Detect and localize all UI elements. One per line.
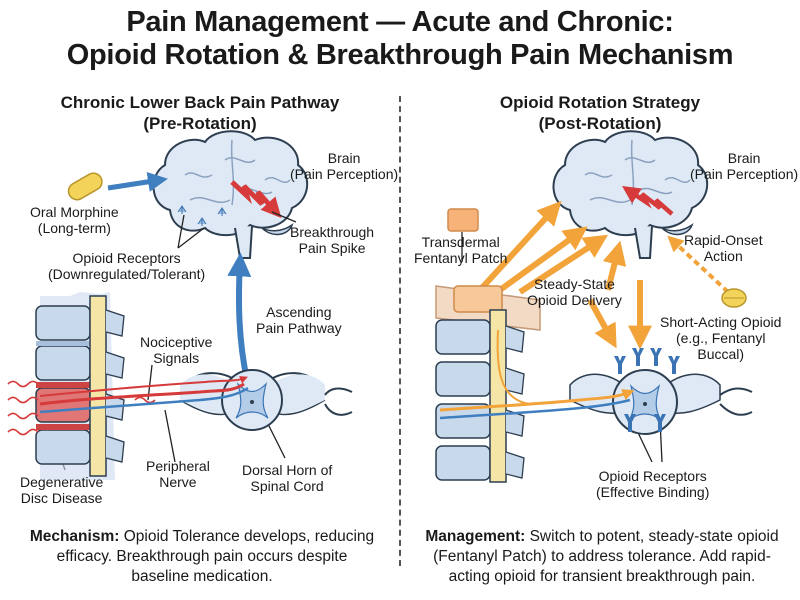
left-caption-line-3: baseline medication. <box>131 568 273 585</box>
transdermal-patch-label-line-1: Transdermal <box>421 234 500 250</box>
left-brain-label-line-2: (Pain Perception) <box>290 166 399 182</box>
right-caption-line-2: (Fentanyl Patch) to address tolerance. A… <box>433 548 771 565</box>
left-brain-label: Brain (Pain Perception) <box>290 150 398 182</box>
panel-divider <box>399 96 401 566</box>
nociceptive-signals-label: Nociceptive Signals <box>140 334 212 366</box>
ascending-pain-pathway-label-line-2: Pain Pathway <box>256 320 342 336</box>
fentanyl-patch-icon <box>447 208 479 232</box>
left-caption-line-1: Mechanism: Opioid Tolerance develops, re… <box>12 527 392 547</box>
short-acting-opioid-label-line-2: (e.g., Fentanyl <box>675 330 766 346</box>
left-opioid-receptors-label-line-2: (Downregulated/Tolerant) <box>48 266 206 282</box>
ascending-pain-pathway-label: Ascending Pain Pathway <box>256 304 342 336</box>
peripheral-nerve-paths <box>39 376 249 414</box>
left-caption-line-2: efficacy. Breakthrough pain occurs despi… <box>56 548 348 565</box>
rapid-onset-label-line-2: Action <box>703 248 743 264</box>
steady-state-delivery-label-line-2: Opioid Delivery <box>527 292 622 308</box>
right-opioid-receptors-label: Opioid Receptors (Effective Binding) <box>596 468 709 500</box>
left-caption-heading: Mechanism: <box>29 528 120 545</box>
right-brain-label: Brain (Pain Perception) <box>690 150 798 182</box>
oral-morphine-label: Oral Morphine (Long-term) <box>30 204 119 236</box>
steady-state-delivery-label: Steady-State Opioid Delivery <box>527 276 622 308</box>
left-opioid-receptors-label: Opioid Receptors (Downregulated/Tolerant… <box>48 250 205 282</box>
pain-wave-lines <box>7 380 156 436</box>
rapid-onset-label: Rapid-Onset Action <box>684 232 763 264</box>
oral-morphine-label-line-2: (Long-term) <box>37 220 111 236</box>
peripheral-nerve-label-line-1: Peripheral <box>146 458 210 474</box>
short-acting-pill-icon <box>721 288 747 308</box>
steady-state-delivery-label-line-1: Steady-State <box>534 276 615 292</box>
ascending-pathway-arrow <box>227 252 252 386</box>
left-brain-icon <box>152 130 308 259</box>
short-acting-opioid-label-line-3: Buccal) <box>697 346 745 362</box>
peripheral-nerve-label-line-2: Nerve <box>159 474 197 490</box>
right-panel-title-line-2: (Post-Rotation) <box>538 114 662 133</box>
breakthrough-pain-spike-label-line-2: Pain Spike <box>298 240 366 256</box>
page-title-line-2: Opioid Rotation & Breakthrough Pain Mech… <box>66 39 734 71</box>
rapid-onset-label-line-1: Rapid-Onset <box>684 232 763 248</box>
right-caption-heading: Management: <box>425 528 526 545</box>
breakthrough-pain-spike-label: Breakthrough Pain Spike <box>290 224 374 256</box>
left-pain-spike-icon <box>230 180 282 218</box>
breakthrough-pain-spike-label-line-1: Breakthrough <box>290 224 375 240</box>
left-panel-title: Chronic Lower Back Pain Pathway (Pre-Rot… <box>10 92 390 134</box>
right-nerve-paths <box>439 329 635 420</box>
peripheral-nerve-label: Peripheral Nerve <box>146 458 210 490</box>
left-brain-label-line-1: Brain <box>327 150 361 166</box>
right-opioid-receptors-label-line-2: (Effective Binding) <box>596 484 710 500</box>
right-caption: Management: Switch to potent, steady-sta… <box>412 527 792 587</box>
nociceptive-signals-label-line-2: Signals <box>153 350 200 366</box>
morphine-arrow <box>107 171 168 192</box>
right-caption-text-1: Switch to potent, steady-state opioid <box>525 528 779 545</box>
dorsal-horn-label: Dorsal Horn of Spinal Cord <box>242 462 332 494</box>
left-caption: Mechanism: Opioid Tolerance develops, re… <box>12 527 392 587</box>
right-brain-label-line-1: Brain <box>727 150 761 166</box>
transdermal-patch-label-line-2: Fentanyl Patch <box>414 250 508 266</box>
right-caption-line-3: acting opioid for transient breakthrough… <box>448 568 756 585</box>
right-caption-line-1: Management: Switch to potent, steady-sta… <box>412 527 792 547</box>
right-brain-label-line-2: (Pain Perception) <box>690 166 799 182</box>
dorsal-horn-label-line-1: Dorsal Horn of <box>242 462 333 478</box>
degenerative-disc-label-line-1: Degenerative <box>20 474 104 490</box>
left-caption-text-1: Opioid Tolerance develops, reducing <box>119 528 375 545</box>
right-pain-spike-icon <box>622 186 674 216</box>
dorsal-horn-label-line-2: Spinal Cord <box>250 478 324 494</box>
degenerative-disc-label-line-2: Disc Disease <box>20 490 103 506</box>
right-spine-illustration <box>435 285 541 483</box>
page-title-line-1: Pain Management — Acute and Chronic: <box>126 6 674 38</box>
left-spine-illustration <box>35 292 125 480</box>
short-acting-opioid-label: Short-Acting Opioid (e.g., Fentanyl Bucc… <box>660 314 781 362</box>
nociceptive-signals-label-line-1: Nociceptive <box>140 334 213 350</box>
left-panel-title-line-2: (Pre-Rotation) <box>143 114 257 133</box>
oral-morphine-label-line-1: Oral Morphine <box>30 204 119 220</box>
oral-morphine-pill-icon <box>67 172 103 201</box>
left-receptor-icons <box>177 205 227 226</box>
rapid-onset-arrow <box>667 235 730 294</box>
right-opioid-receptors-label-line-1: Opioid Receptors <box>598 468 707 484</box>
left-panel-title-line-1: Chronic Lower Back Pain Pathway <box>60 93 340 112</box>
left-opioid-receptors-label-line-1: Opioid Receptors <box>72 250 181 266</box>
ascending-pain-pathway-label-line-1: Ascending <box>266 304 332 320</box>
page-title: Pain Management — Acute and Chronic: Opi… <box>0 6 800 72</box>
degenerative-disc-label: Degenerative Disc Disease <box>20 474 103 506</box>
right-panel-title: Opioid Rotation Strategy (Post-Rotation) <box>410 92 790 134</box>
right-receptor-icons <box>614 348 680 432</box>
right-panel-title-line-1: Opioid Rotation Strategy <box>499 93 701 112</box>
steady-state-arrows <box>477 200 652 350</box>
short-acting-opioid-label-line-1: Short-Acting Opioid <box>660 314 782 330</box>
transdermal-patch-label: Transdermal Fentanyl Patch <box>414 234 507 266</box>
